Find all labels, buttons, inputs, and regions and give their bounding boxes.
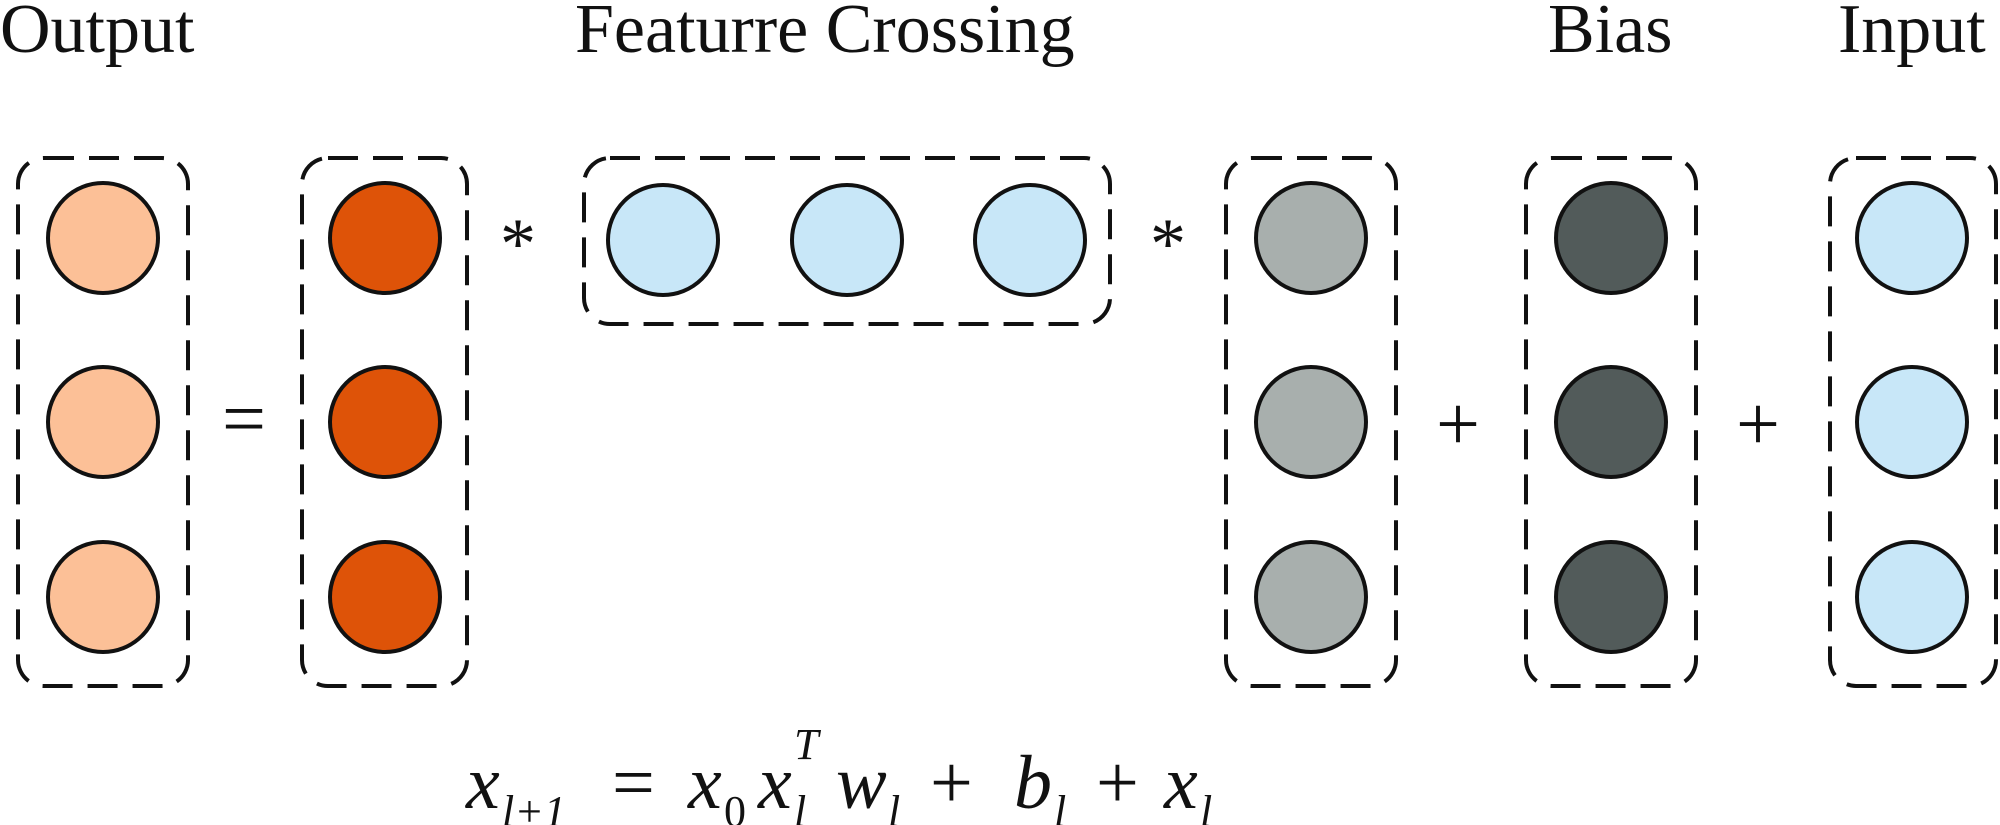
crossing-x0-box <box>300 156 469 688</box>
formula-lhs-sub: l+1 <box>502 787 566 825</box>
bias-column <box>1524 156 1698 688</box>
weights-box <box>1224 156 1398 688</box>
formula-xl-sup: T <box>794 720 822 769</box>
formula-w-var: w <box>836 741 887 825</box>
formula-b-var: b <box>1014 741 1052 825</box>
weights-node-2 <box>1254 365 1368 479</box>
output-node-3 <box>46 540 160 654</box>
input-title: Input <box>1838 0 1986 68</box>
crossing-xlT-box <box>582 156 1112 326</box>
formula-w-sub: l <box>888 787 900 825</box>
input-node-3 <box>1855 540 1969 654</box>
output-box <box>16 156 190 688</box>
plus-sign-1: + <box>1436 380 1480 467</box>
equals-sign: = <box>222 375 266 462</box>
bias-title: Bias <box>1548 0 1672 68</box>
formula-x0-var: x <box>687 741 722 825</box>
output-title: Output <box>0 0 195 68</box>
crossing-x0-column <box>300 156 469 688</box>
weights-node-3 <box>1254 540 1368 654</box>
input-node-2 <box>1855 365 1969 479</box>
bias-node-1 <box>1554 181 1668 295</box>
multiply-sign-1: * <box>500 204 536 284</box>
output-column <box>16 156 190 688</box>
feature-crossing-title: Featurre Crossing <box>575 0 1075 68</box>
crossing-xlT-node-3 <box>973 183 1087 297</box>
output-node-1 <box>46 181 160 295</box>
bias-box <box>1524 156 1698 688</box>
crossing-xlT-node-1 <box>606 183 720 297</box>
bias-node-3 <box>1554 540 1668 654</box>
formula-plus-b: + <box>1096 741 1139 825</box>
input-column <box>1828 156 1998 688</box>
weights-column <box>1224 156 1398 688</box>
input-node-1 <box>1855 181 1969 295</box>
formula: x l+1 = x 0 x T l w l + b l + x l <box>465 720 1212 825</box>
formula-xlast-sub: l <box>1200 787 1212 825</box>
formula-eq: = <box>612 741 655 825</box>
formula-xl-sub: l <box>794 787 806 825</box>
formula-xlast-var: x <box>1163 741 1198 825</box>
output-node-2 <box>46 365 160 479</box>
formula-x0-sub: 0 <box>724 787 746 825</box>
weights-node-1 <box>1254 181 1368 295</box>
bias-node-2 <box>1554 365 1668 479</box>
formula-lhs-var: x <box>465 741 500 825</box>
crossing-xlT-node-2 <box>790 183 904 297</box>
crossing-x0-node-2 <box>328 365 442 479</box>
crossing-xlT-row <box>582 156 1112 326</box>
formula-b-sub: l <box>1054 787 1066 825</box>
plus-sign-2: + <box>1736 380 1780 467</box>
formula-plus-a: + <box>930 741 973 825</box>
input-box <box>1828 156 1998 688</box>
crossing-x0-node-1 <box>328 181 442 295</box>
formula-xl-var: x <box>757 741 792 825</box>
multiply-sign-2: * <box>1150 204 1186 284</box>
crossing-x0-node-3 <box>328 540 442 654</box>
